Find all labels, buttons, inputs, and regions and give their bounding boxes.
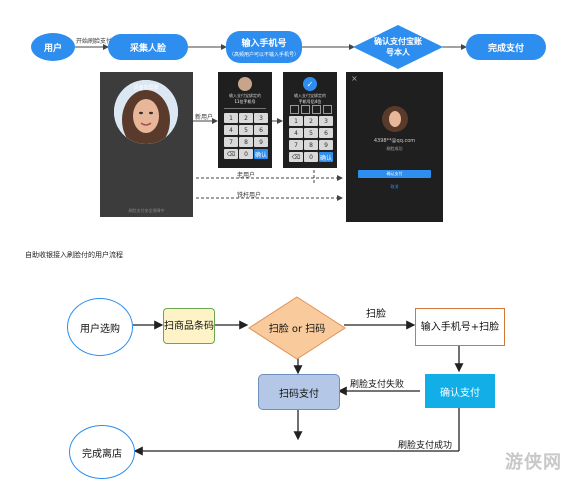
face-scan-title: 请面向屏幕 [133,85,159,91]
digit-box-1[interactable] [290,105,299,114]
face-scan-footer: 刷脸支付安全保障中 [128,208,165,213]
complete-payment-node: 完成支付 [466,34,546,60]
top-flow-connectors [75,44,467,201]
key-4[interactable]: 4 [289,128,303,138]
face-success-edge-label: 刷脸支付成功 [398,441,453,451]
confirm-account-diamond [353,25,443,69]
watermark-logo: 游侠网 [505,448,562,474]
face-fail-edge-label: 刷脸支付失败 [350,380,405,390]
key-1[interactable]: 1 [289,116,303,126]
cancel-link[interactable]: 取消 [390,184,399,189]
confirm-avatar [382,106,408,132]
digit-box-3[interactable] [312,105,321,114]
digit-box-2[interactable] [301,105,310,114]
key-delete[interactable]: ⌫ [289,152,303,162]
user-shopping-node: 用户选购 [67,298,133,356]
phone-prompt-1: 输入支付宝绑定的 [229,93,261,98]
collect-face-label: 采集人脸 [129,43,166,54]
bottom-flow-connectors [133,320,464,456]
qr-pay-label: 扫码支付 [279,388,319,400]
phone-prompt-2b: 手机号后4位 [298,99,322,104]
scan-barcode-node: 扫商品条码 [163,308,215,344]
key-9[interactable]: 9 [254,137,268,147]
decision-label: 扫脸 or 扫码 [268,323,326,335]
phone-prompt-2: 输入支付宝绑定的 [294,93,326,98]
finish-store-label: 完成离店 [82,448,122,460]
key-0[interactable]: 0 [239,149,253,159]
phone-confirm: × 4398**@qq.com 刷脸成功 确认支付 取消 [346,72,443,222]
user-node-label: 用户 [43,43,62,54]
key-2[interactable]: 2 [304,116,318,126]
confirm-pay-label: 确认支付 [440,387,480,399]
section-caption: 自助收银接入刷脸付的用户流程 [25,251,123,259]
key-1[interactable]: 1 [224,113,238,123]
key-confirm[interactable]: 确认 [254,149,268,159]
account-text: 4398**@qq.com [373,138,416,144]
key-8[interactable]: 8 [304,140,318,150]
digit-box-4[interactable] [323,105,332,114]
check-icon: ✓ [303,77,317,91]
watermark-text: 游侠网 [505,452,562,473]
key-9[interactable]: 9 [319,140,333,150]
key-7[interactable]: 7 [289,140,303,150]
key-5[interactable]: 5 [304,128,318,138]
regular-user-label: 铁杆用户 [237,192,262,199]
new-user-label: 新用户 [195,114,214,121]
key-6[interactable]: 6 [319,128,333,138]
key-0[interactable]: 0 [304,152,318,162]
confirm-pay-node: 确认支付 [425,374,495,408]
scan-barcode-label: 扫商品条码 [164,320,214,332]
close-icon[interactable]: × [351,74,358,83]
complete-payment-label: 完成支付 [487,43,524,54]
scan-face-edge-label: 扫脸 [366,309,386,320]
phone-prompt-1b: 11位手机号 [234,99,256,104]
phone-field-1[interactable] [224,108,266,109]
face-success-text: 刷脸成功 [386,146,403,151]
phone-input-full: 输入支付宝绑定的 11位手机号 1 2 3 4 5 6 7 8 9 ⌫ 0 确认 [218,72,272,168]
input-phone-node: 输入手机号 （高频用户可以不输入手机号） [226,31,302,63]
old-user-label: 老用户 [237,172,256,179]
key-8[interactable]: 8 [239,137,253,147]
key-2[interactable]: 2 [239,113,253,123]
key-delete[interactable]: ⌫ [224,149,238,159]
finish-store-node: 完成离店 [69,425,135,479]
decision-diamond [248,296,346,360]
collect-face-node: 采集人脸 [108,34,188,60]
user-shopping-label: 用户选购 [80,323,120,335]
confirm-pay-button[interactable]: 确认支付 [358,170,431,178]
phone-face-scan: 请面向屏幕 刷脸支付安全保障中 [100,72,193,217]
face-circle: 请面向屏幕 [114,80,178,144]
key-6[interactable]: 6 [254,125,268,135]
key-3[interactable]: 3 [319,116,333,126]
qr-pay-node: 扫码支付 [258,374,340,410]
input-phone-note: （高频用户可以不输入手机号） [228,52,299,58]
key-confirm[interactable]: 确认 [319,152,333,162]
input-phone-label: 输入手机号 [241,39,287,49]
key-3[interactable]: 3 [254,113,268,123]
start-edge-label: 开始刷脸支付 [76,38,113,45]
face-photo-icon [114,80,178,144]
input-phone-scan-label: 输入手机号+扫脸 [420,321,500,333]
key-4[interactable]: 4 [224,125,238,135]
input-phone-scan-node: 输入手机号+扫脸 [415,308,505,346]
key-5[interactable]: 5 [239,125,253,135]
confirm-account-label: 确认支付宝账号本人 [374,37,422,57]
phone-input-last4: ✓ 输入支付宝绑定的 手机号后4位 1 2 3 4 5 6 7 8 9 ⌫ 0 … [283,72,337,168]
user-node: 用户 [31,33,75,61]
phone-avatar-1 [238,77,252,91]
key-7[interactable]: 7 [224,137,238,147]
